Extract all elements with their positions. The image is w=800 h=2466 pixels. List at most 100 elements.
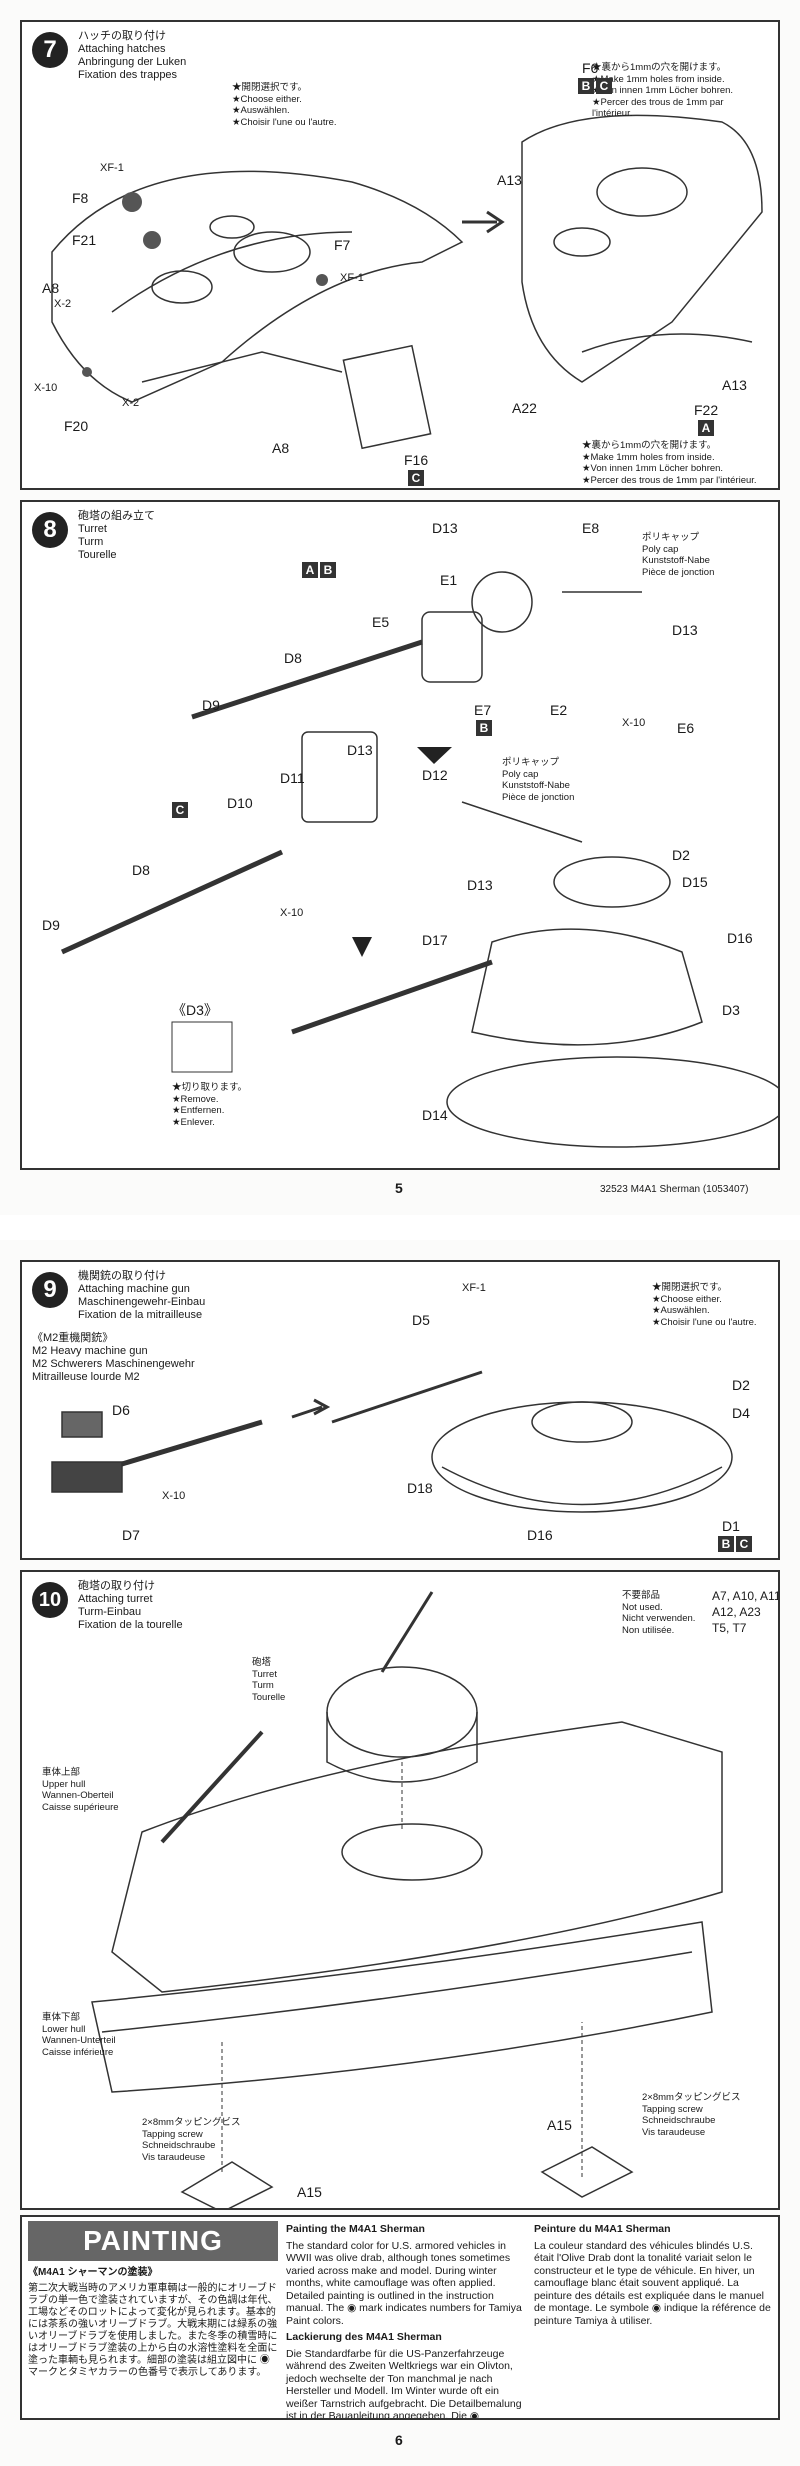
- part-tree-tag: B: [320, 562, 336, 578]
- part-label: D9: [42, 917, 60, 933]
- part-tree-tag: A: [302, 562, 318, 578]
- part-label: D4: [732, 1405, 750, 1421]
- part-label: D5: [412, 1312, 430, 1328]
- hatch-assembly-drawing: [51, 114, 763, 450]
- part-label: A15: [547, 2117, 572, 2133]
- part-label: F16: [404, 452, 429, 468]
- part-label: D7: [122, 1527, 140, 1543]
- part-label: D1: [722, 1518, 740, 1534]
- part-tree-tag: B: [578, 78, 594, 94]
- choose-either-note: ★開閉選択です。★Choose either.★Auswählen.★Chois…: [232, 82, 337, 128]
- part-label: X-10: [622, 717, 646, 729]
- part-label: E8: [582, 520, 600, 536]
- part-label: F20: [64, 418, 89, 434]
- painting-banner: PAINTING: [28, 2221, 278, 2261]
- part-label: F7: [334, 237, 351, 253]
- part-label: D2: [672, 847, 690, 863]
- part-label: D13: [467, 877, 493, 893]
- part-label: D12: [422, 767, 448, 783]
- part-label: A13: [497, 172, 522, 188]
- part-label: D17: [422, 932, 448, 948]
- part-label: D2: [732, 1377, 750, 1393]
- part-label: XF-1: [100, 162, 124, 174]
- part-tree-tag: C: [736, 1536, 752, 1552]
- part-label: D14: [422, 1107, 448, 1123]
- part-label: A13: [722, 377, 747, 393]
- painting-jp-column: 《M4A1 シャーマンの塗装》 第二次大戦当時のアメリカ軍車輌は一般的にオリーブ…: [28, 2267, 278, 2378]
- page-number: 6: [395, 2432, 403, 2448]
- painting-fr-column: Peinture du M4A1 Sherman La couleur stan…: [534, 2223, 771, 2327]
- part-label: E1: [440, 572, 458, 588]
- machine-gun-drawing: [51, 1370, 733, 1513]
- part-label: F8: [72, 190, 89, 206]
- part-label: D6: [112, 1402, 130, 1418]
- page-footer: 32523 M4A1 Sherman (1053407): [600, 1184, 749, 1195]
- part-label: D18: [407, 1480, 433, 1496]
- part-label: A22: [512, 400, 537, 416]
- part-label: A15: [297, 2184, 322, 2200]
- drill-holes-note-top: ★裏から1mmの穴を開けます。★Make 1mm holes from insi…: [592, 62, 734, 119]
- part-tree-tag: A: [698, 420, 714, 436]
- part-label: F6: [582, 60, 599, 76]
- part-label: F22: [694, 402, 719, 418]
- part-label: D13: [432, 520, 458, 536]
- part-label: D15: [682, 874, 708, 890]
- part-label: A8: [272, 440, 290, 456]
- part-label: D3: [722, 1002, 740, 1018]
- part-label: D10: [227, 795, 253, 811]
- part-label: X-2: [122, 397, 140, 409]
- step-number: 9: [32, 1272, 68, 1308]
- part-tree-tag: C: [408, 470, 424, 486]
- part-label: D8: [132, 862, 150, 878]
- part-label: X-10: [280, 907, 304, 919]
- part-label: F21: [72, 232, 97, 248]
- part-label: E5: [372, 614, 390, 630]
- step-number: 8: [32, 512, 68, 548]
- step-number: 7: [32, 32, 68, 68]
- part-tree-tag: C: [172, 802, 188, 818]
- part-label: A8: [42, 280, 60, 296]
- part-label: X-10: [34, 382, 58, 394]
- step-number: 10: [32, 1582, 68, 1618]
- painting-en-de-column: Painting the M4A1 Sherman The standard c…: [286, 2223, 522, 2420]
- part-label: X-2: [54, 298, 72, 310]
- choose-either-note: ★開閉選択です。★Choose either.★Auswählen.★Chois…: [652, 1282, 757, 1328]
- part-label: D16: [527, 1527, 553, 1543]
- part-label: XF-1: [340, 272, 364, 284]
- drill-holes-note-bottom: ★裏から1mmの穴を開けます。★Make 1mm holes from insi…: [582, 440, 757, 486]
- part-label: XF-1: [462, 1282, 486, 1294]
- part-label: D13: [672, 622, 698, 638]
- part-tree-tag: B: [476, 720, 492, 736]
- part-label: E7: [474, 702, 492, 718]
- part-tree-tag: B: [718, 1536, 734, 1552]
- turret-to-hull-drawing: [91, 1591, 723, 2208]
- part-label: X-10: [162, 1490, 186, 1502]
- part-label: E2: [550, 702, 568, 718]
- part-label: D16: [727, 930, 753, 946]
- part-tree-tag: C: [596, 78, 612, 94]
- turret-assembly-drawing: [60, 571, 778, 1148]
- part-label: D11: [280, 770, 305, 786]
- part-label: D8: [284, 650, 302, 666]
- part-label: D9: [202, 697, 220, 713]
- page-number: 5: [395, 1180, 403, 1196]
- painting-section: PAINTING 《M4A1 シャーマンの塗装》 第二次大戦当時のアメリカ軍車輌…: [20, 2215, 780, 2420]
